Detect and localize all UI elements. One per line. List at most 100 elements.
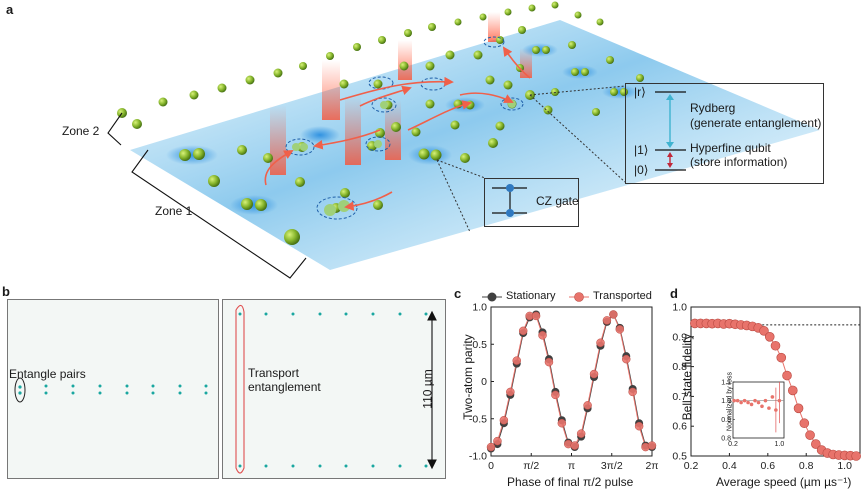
chart-d-data-point bbox=[851, 451, 861, 461]
chart-d-ytick-label: 0.5 bbox=[672, 451, 687, 463]
energy-level-diagram bbox=[655, 91, 686, 171]
energy-level-box bbox=[625, 83, 824, 184]
inset-data-point bbox=[742, 398, 747, 403]
chart-c-xlabel: Phase of final π/2 pulse bbox=[507, 475, 634, 489]
panel-label-b: b bbox=[2, 284, 10, 299]
data-point-transported bbox=[518, 326, 528, 336]
cz-gate-symbol bbox=[492, 184, 527, 217]
inset-xtick-label: 1.0 bbox=[774, 441, 784, 448]
data-point-transported bbox=[551, 390, 560, 400]
chart-c-ytick-label: 0 bbox=[481, 376, 487, 388]
zone-plane bbox=[130, 20, 820, 270]
chart-d-xlabel: Average speed (µm µs⁻¹) bbox=[716, 475, 852, 489]
level-0-label: |0⟩ bbox=[634, 163, 649, 177]
chart-d-data-point bbox=[811, 439, 821, 449]
chart-d-data-point bbox=[805, 430, 815, 440]
chart-c-xtick-label: π/2 bbox=[523, 460, 539, 472]
data-point-transported bbox=[512, 356, 522, 365]
inset-xtick-label: 0.2 bbox=[728, 441, 738, 448]
data-point-transported bbox=[583, 401, 592, 410]
zone2-atoms bbox=[117, 1, 604, 129]
chart-c-ytick-label: -1.0 bbox=[469, 451, 487, 463]
inset-data-point bbox=[756, 400, 761, 405]
leader-lines bbox=[436, 85, 626, 233]
micrograph-right bbox=[222, 299, 446, 479]
data-point-transported bbox=[589, 369, 599, 379]
chart-c-xtick-label: 2π bbox=[645, 460, 658, 472]
level-1-label: |1⟩ bbox=[634, 143, 649, 157]
chart-d-data-point bbox=[776, 352, 787, 363]
inset-data-point bbox=[777, 398, 782, 403]
cz-gate-box bbox=[484, 178, 579, 227]
chart-d-data-point bbox=[799, 418, 810, 429]
inset-data-point bbox=[739, 400, 743, 405]
data-point-transported bbox=[570, 441, 579, 450]
panel-label-c: c bbox=[454, 286, 462, 301]
chart-d-data-point bbox=[770, 340, 781, 351]
inset-data-point bbox=[746, 400, 750, 405]
chart-d-frame bbox=[690, 306, 861, 457]
data-point-transported bbox=[634, 421, 644, 431]
inset-data-point bbox=[760, 404, 764, 409]
zone1-atoms bbox=[179, 26, 644, 245]
entangle-pairs-label: Entangle pairs bbox=[9, 367, 86, 381]
chart-c-ytick-label: -0.5 bbox=[469, 413, 487, 425]
atom-spots-right bbox=[238, 312, 428, 468]
data-point-transported bbox=[538, 331, 547, 340]
chart-d-data-point bbox=[787, 385, 798, 396]
chart-d-data-point bbox=[793, 403, 804, 414]
panel-label-a: a bbox=[6, 2, 14, 17]
inset-data-point bbox=[770, 395, 775, 399]
zone2-label: Zone 2 bbox=[62, 124, 100, 138]
inset-ylabel: Normalized by loss bbox=[726, 371, 734, 432]
data-point-transported bbox=[557, 418, 567, 428]
atom-spots-left bbox=[18, 384, 208, 395]
data-point-transported bbox=[615, 325, 625, 334]
inset-ytick-label: 0.8 bbox=[721, 436, 731, 443]
chart-d-data-point bbox=[764, 331, 775, 342]
transport-label: Transport bbox=[248, 366, 299, 380]
scale-bar bbox=[427, 310, 437, 470]
level-r-label: |r⟩ bbox=[634, 85, 646, 99]
zone-brackets bbox=[107, 112, 307, 279]
chart-d-ytick-label: 0.6 bbox=[672, 421, 687, 433]
chart-c-xtick-label: π bbox=[568, 460, 575, 472]
data-point-transported bbox=[628, 387, 637, 397]
legend-stationary-marker bbox=[487, 292, 497, 302]
transport-sublabel: entanglement bbox=[248, 380, 321, 394]
inset-data-point bbox=[767, 406, 771, 410]
inset-data-point bbox=[774, 408, 778, 412]
chart-d-xtick-label: 1.0 bbox=[837, 460, 852, 472]
data-point-transported bbox=[596, 338, 605, 348]
transport-arrows bbox=[264, 46, 531, 211]
inset-data-point bbox=[749, 402, 754, 407]
transported-atoms bbox=[292, 100, 516, 216]
inset-data-point bbox=[753, 398, 757, 403]
chart-d-xtick-label: 0.2 bbox=[684, 460, 699, 472]
chart-d-ytick-label: 1.0 bbox=[672, 302, 687, 314]
micrograph-left bbox=[7, 299, 219, 479]
chart-c-xtick-label: 0 bbox=[488, 460, 494, 472]
data-point-transported bbox=[544, 357, 554, 367]
chart-d-data-point bbox=[759, 326, 769, 336]
data-point-transported bbox=[493, 436, 502, 446]
inset-data-point bbox=[735, 398, 740, 403]
data-point-transported bbox=[506, 387, 515, 397]
data-point-transported bbox=[602, 316, 612, 325]
zone1-label: Zone 1 bbox=[155, 204, 193, 218]
inset-data-point bbox=[732, 398, 736, 403]
chart-d-xtick-label: 0.6 bbox=[761, 460, 776, 472]
pair-highlight-ellipse bbox=[14, 377, 26, 403]
entangled-pair-glows bbox=[166, 43, 638, 215]
legend-transported-label: Transported bbox=[593, 290, 652, 302]
data-point-transported bbox=[609, 310, 618, 319]
hyperfine-sublabel: (store information) bbox=[690, 155, 788, 169]
inset-data-point bbox=[763, 398, 768, 403]
chart-d-ytick-label: 0.9 bbox=[672, 331, 687, 343]
chart-c-ytick-label: 1.0 bbox=[472, 302, 487, 314]
data-point-transported bbox=[531, 311, 541, 321]
